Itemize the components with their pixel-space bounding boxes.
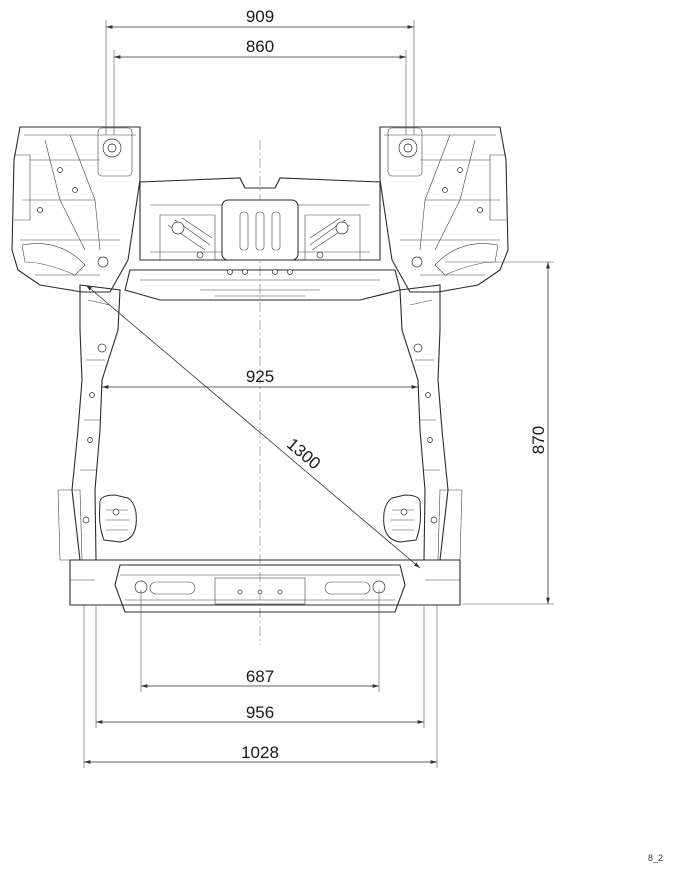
upper-cross-member [124,177,401,301]
dimension-860: 860 [113,37,407,135]
dimension-860-label: 860 [246,37,274,56]
dimension-925-label: 925 [246,367,274,386]
dimension-870-label: 870 [529,426,548,454]
right-mount-bracket [383,494,421,543]
left-shock-tower [11,126,141,293]
dimension-909: 909 [105,7,415,135]
dimension-956: 956 [95,605,425,728]
frame-structure [11,126,509,645]
dimension-1028: 1028 [83,605,438,768]
dimension-687: 687 [140,590,380,692]
right-shock-tower [379,126,509,293]
dimension-870: 870 [445,261,554,605]
dimension-925: 925 [102,367,418,389]
dimension-909-label: 909 [246,7,274,26]
dimension-1028-label: 1028 [241,743,279,762]
dimension-1300-label: 1300 [283,434,324,473]
figure-reference: 8_2 [648,853,663,863]
dimension-956-label: 956 [246,703,274,722]
dimension-687-label: 687 [246,667,274,686]
left-mount-bracket [99,494,137,543]
lower-cross-member [69,559,461,613]
